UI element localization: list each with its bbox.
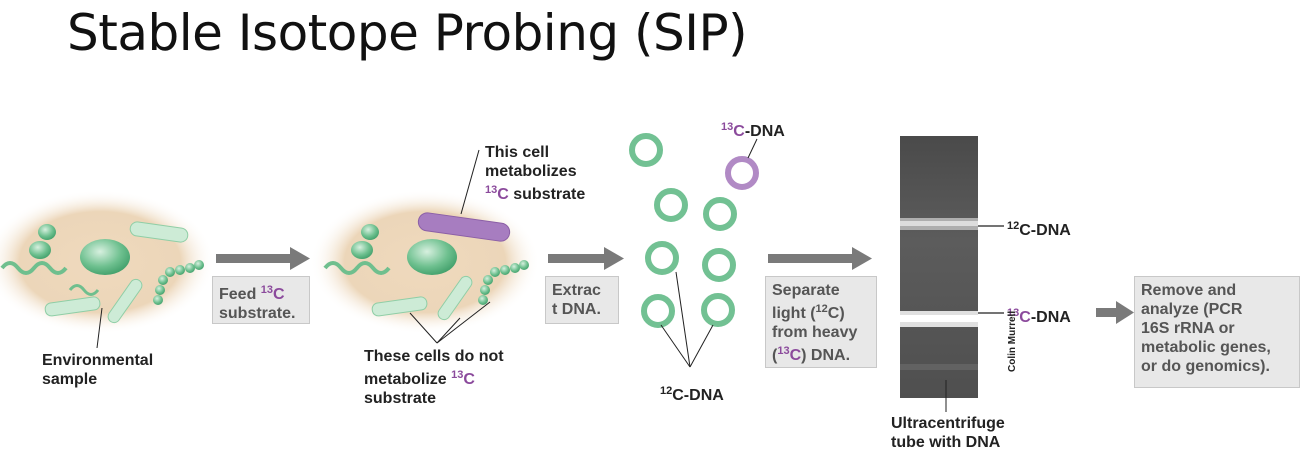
centrifuge-tube — [900, 136, 978, 398]
arrow-1 — [216, 247, 310, 270]
arrow-4 — [1096, 301, 1134, 324]
tube-label: Ultracentrifuge tube with DNA — [891, 415, 1005, 451]
separate-dna-box: Separate light (12C) from heavy (13C) DN… — [765, 276, 877, 368]
remove-analyze-box: Remove and analyze (PCR 16S rRNA or meta… — [1134, 276, 1300, 388]
arrow-2 — [548, 247, 624, 270]
feed-substrate-box: Feed 13C substrate. — [212, 276, 310, 324]
environmental-sample-2 — [310, 149, 540, 344]
this-cell-label: This cell metabolizes 13C substrate — [485, 144, 586, 203]
c12-dna-bottom-label: 12C-DNA — [660, 385, 724, 404]
dna-circles — [629, 133, 759, 328]
c12-dna-band-label: 12C-DNA — [1007, 220, 1071, 239]
extract-dna-box: Extrac t DNA. — [545, 276, 619, 324]
page-title: Stable Isotope Probing (SIP) — [67, 4, 748, 62]
arrow-3 — [768, 247, 872, 270]
environmental-sample-label: Environmental sample — [42, 352, 154, 388]
photo-credit: Colin Murrell — [1007, 310, 1018, 372]
c13-dna-band-label: 13C-DNA — [1007, 307, 1071, 326]
c13-dna-top-label: 13C-DNA — [721, 121, 785, 140]
not-metabolize-label: These cells do not metabolize 13C substr… — [364, 348, 504, 407]
environmental-sample-1 — [0, 190, 215, 349]
